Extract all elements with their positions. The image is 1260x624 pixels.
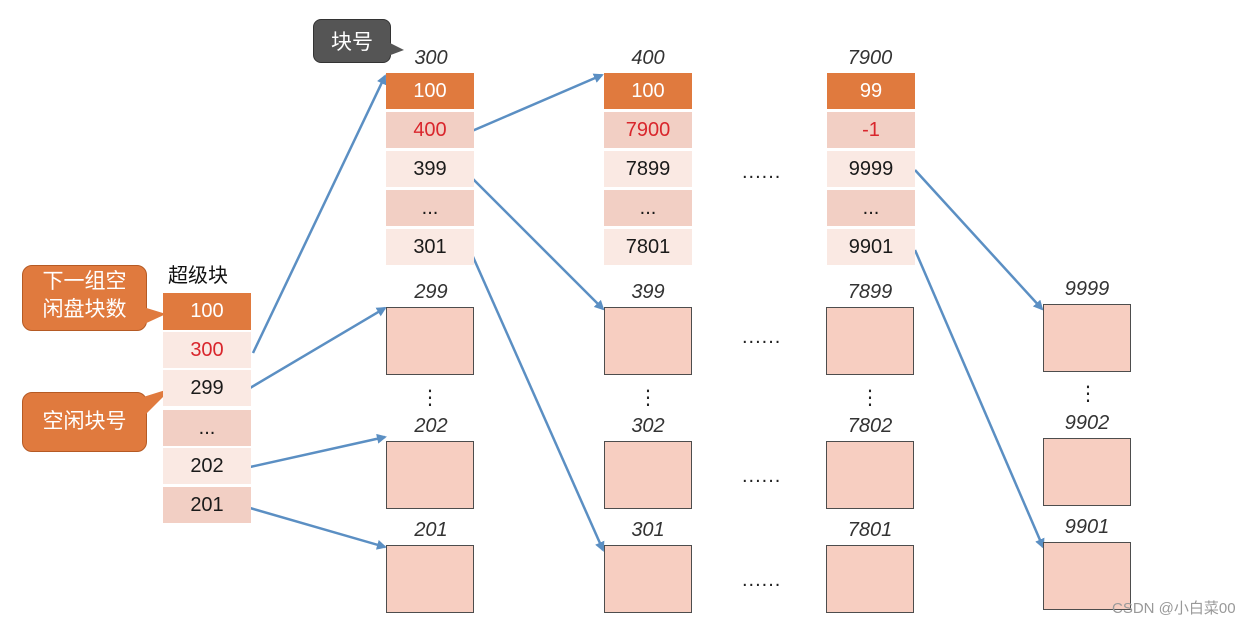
group-cell-free: 7801: [604, 229, 692, 265]
arrow-superblock-201: [249, 506, 387, 550]
ellipsis-vertical: ⋮: [420, 387, 440, 409]
group-cell-ellipsis: ...: [827, 190, 915, 226]
block-label: 302: [631, 415, 665, 437]
block-label: 7899: [847, 281, 893, 303]
superblock-cell-count: 100: [163, 293, 251, 330]
block-label: 299: [414, 281, 448, 303]
free-block: [1043, 438, 1131, 506]
free-block: [386, 545, 474, 613]
ellipsis-horizontal: ......: [742, 465, 782, 487]
ellipsis-horizontal: ......: [742, 569, 782, 591]
group-cell-next-group: 400: [386, 112, 474, 148]
group-label: 7900: [847, 47, 893, 69]
group-cell-free: 399: [386, 151, 474, 187]
free-block: [1043, 542, 1131, 610]
ellipsis-horizontal: ......: [742, 161, 782, 183]
free-block: [604, 441, 692, 509]
block-label: 7801: [847, 519, 893, 541]
group-cell-free: 301: [386, 229, 474, 265]
block-label: 9999: [1064, 278, 1110, 300]
group-cell-ellipsis: ...: [604, 190, 692, 226]
superblock-cell-next-group: 300: [163, 332, 251, 368]
block-label: 399: [631, 281, 665, 303]
group-cell-next-group: 7900: [604, 112, 692, 148]
free-block: [1043, 304, 1131, 372]
group-cell-count: 100: [386, 73, 474, 109]
arrow-300-400: [471, 73, 604, 133]
group-label: 400: [631, 47, 665, 69]
group-cell-count: 99: [827, 73, 915, 109]
block-label: 7802: [847, 415, 893, 437]
superblock-cell-ellipsis: ...: [163, 410, 251, 446]
callout-pointer-next-group: [140, 306, 166, 326]
block-label: 202: [414, 415, 448, 437]
free-block: [386, 307, 474, 375]
group-label: 300: [414, 47, 448, 69]
ellipsis-vertical: ⋮: [638, 387, 658, 409]
free-block: [826, 545, 914, 613]
free-block: [604, 545, 692, 613]
group-cell-ellipsis: ...: [386, 190, 474, 226]
block-label: 301: [631, 519, 665, 541]
superblock-cell-free: 299: [163, 370, 251, 406]
free-block: [826, 441, 914, 509]
ellipsis-vertical: ⋮: [1078, 383, 1098, 405]
arrow-superblock-202: [249, 433, 387, 469]
block-label: 9901: [1064, 516, 1110, 538]
arrow-superblock-299: [249, 306, 387, 390]
callout-next-group-count: 下一组空 闲盘块数: [22, 265, 147, 331]
block-label: 201: [414, 519, 448, 541]
arrow-300-301: [468, 249, 605, 552]
free-block: [604, 307, 692, 375]
arrow-7900-9901: [913, 249, 1045, 549]
group-cell-free: 7899: [604, 151, 692, 187]
watermark: CSDN @小白菜00: [1112, 600, 1236, 617]
arrow-300-399: [469, 175, 605, 311]
group-cell-free: 9999: [827, 151, 915, 187]
arrow-7900-9999: [914, 169, 1044, 311]
free-block: [386, 441, 474, 509]
callout-free-block-number: 空闲块号: [22, 392, 147, 452]
superblock-title: 超级块: [168, 265, 228, 287]
free-block: [826, 307, 914, 375]
group-cell-count: 100: [604, 73, 692, 109]
ellipsis-horizontal: ......: [742, 326, 782, 348]
callout-block-number: 块号: [313, 19, 391, 63]
superblock-cell-free: 201: [163, 487, 251, 523]
ellipsis-vertical: ⋮: [860, 387, 880, 409]
block-label: 9902: [1064, 412, 1110, 434]
group-cell-next-group: -1: [827, 112, 915, 148]
superblock-cell-free: 202: [163, 448, 251, 484]
arrow-superblock-300: [251, 74, 387, 354]
callout-pointer-block-number: [388, 42, 404, 56]
group-cell-free: 9901: [827, 229, 915, 265]
